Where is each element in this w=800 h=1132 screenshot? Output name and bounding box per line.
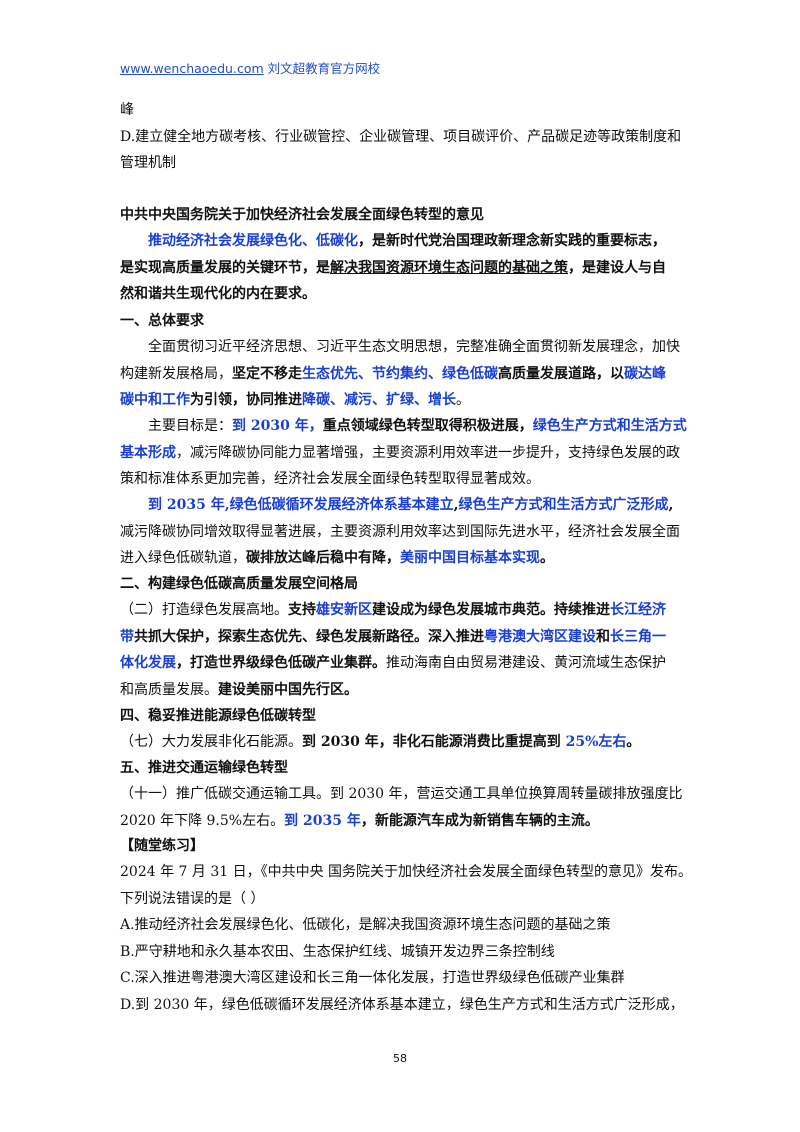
s1p3-i: ， [386, 550, 400, 566]
s1p1-b: 构建新发展格局， [120, 365, 232, 382]
intro-b: ，是新时代党治国理政新理念新实践的重要标志， [358, 233, 666, 249]
section-4-title: 四、稳妥推进能源绿色低碳转型 [120, 708, 316, 724]
s1p2-b: 到 2030 年， [232, 418, 323, 434]
s4p-a: （七）大力发展非化石能源。 [120, 734, 302, 750]
s2p-i: 和 [596, 628, 610, 645]
s1p2-h: 策和标准体系更加完善，经济社会发展全面绿色转型取得显著成效。 [120, 471, 540, 487]
s1p1-i: 为引领，协同推进 [190, 392, 302, 408]
s2p-h: 粤港澳大湾区建设 [484, 628, 596, 645]
s2p-a: （二）打造绿色发展高地。 [120, 602, 288, 618]
s1p3-k: 。 [540, 550, 554, 566]
s2p-m: 推动海南自由贸易港建设、黄河流域生态保护 [386, 655, 666, 671]
s4p-d: 。 [626, 734, 641, 750]
s1p3-j: 美丽中国目标基本实现 [400, 550, 540, 566]
s2p-n: 和高质量发展。 [120, 681, 218, 698]
s5p-d: ，新能源汽车成为新销售车辆的主流。 [360, 812, 599, 829]
s1p1-g: 碳达峰 [624, 365, 666, 382]
website-link[interactable]: www.wenchaoedu.com [120, 61, 264, 76]
s1p3-a: 到 2035 年, [148, 497, 230, 513]
section-4-paragraph: （七）大力发展非化石能源。到 2030 年，非化石能源消费比重提高到 25%左右… [120, 729, 680, 756]
s1p3-g: 进入绿色低碳轨道， [120, 550, 246, 566]
question-line-1: 2024 年 7 月 31 日，《中共中央 国务院关于加快经济社会发展全面绿色转… [120, 864, 693, 880]
question-line-2: 下列说法错误的是（ ） [120, 890, 265, 907]
section-5-title: 五、推进交通运输绿色转型 [120, 760, 288, 776]
s1p1-j: 降碳、减污、扩绿、增长 [302, 392, 456, 408]
s2p-k: 体化发展 [120, 655, 176, 671]
intro-d: 解决我国资源环境生态问题的基础之策 [330, 259, 568, 276]
s1p1-d: 生态优先、节约集约、绿色低碳 [302, 365, 498, 382]
section-1-paragraph-3: 到 2035 年,绿色低碳循环发展经济体系基本建立,绿色生产方式和生活方式广泛形… [120, 492, 680, 572]
s1p3-h: 碳排放达峰后稳中有降 [246, 550, 386, 566]
s1p3-e: , [668, 497, 674, 513]
section-1-paragraph-2: 主要目标是：到 2030 年，重点领域绿色转型取得积极进展，绿色生产方式和生活方… [120, 413, 687, 493]
intro-f: 然和谐共生现代化的内在要求。 [120, 286, 316, 302]
intro-paragraph: 推动经济社会发展绿色化、低碳化，是新时代党治国理政新理念新实践的重要标志， 是实… [120, 228, 680, 308]
intro-c: 是实现高质量发展的关键环节，是 [120, 259, 330, 276]
section-2-paragraph: （二）打造绿色发展高地。支持雄安新区建设成为绿色发展城市典范。持续推进长江经济 … [120, 597, 680, 703]
option-c: C.深入推进粤港澳大湾区建设和长三角一体化发展，打造世界级绿色低碳产业集群 [120, 970, 625, 986]
s1p1-f: ，以 [596, 365, 624, 382]
s2p-e: 长江经济 [610, 602, 666, 618]
prev-line-1: 峰 [120, 102, 134, 118]
s2p-g: 共抓大保护，探索生态优先、绿色发展新路径。深入推进 [134, 628, 484, 645]
s1p3-c: , [453, 497, 459, 513]
option-b: B.严守耕地和永久基本农田、生态保护红线、城镇开发边界三条控制线 [120, 943, 555, 960]
s1p3-d: 绿色生产方式和生活方式广泛形成 [458, 497, 669, 513]
page-number: 58 [393, 1052, 407, 1065]
s1p2-d: ， [518, 418, 533, 434]
section-5-paragraph: （十一）推广低碳交通运输工具。到 2030 年，营运交通工具单位换算周转量碳排放… [120, 781, 683, 834]
prev-option-d: D.建立健全地方碳考核、行业碳管控、企业碳管理、项目碳评价、产品碳足迹等政策制度… [120, 128, 682, 145]
s2p-j: 长三角一 [610, 628, 666, 645]
s2p-d: 建设成为绿色发展城市典范。持续推进 [372, 602, 610, 618]
document-title: 中共中央国务院关于加快经济社会发展全面绿色转型的意见 [120, 207, 484, 223]
s2p-b: 支持 [288, 602, 316, 618]
section-1-title: 一、总体要求 [120, 313, 204, 329]
s1p2-f: 基本形成 [120, 444, 176, 461]
s1p3-b: 绿色低碳循环发展经济体系基本建立 [229, 497, 454, 513]
s4p-b: 到 2030 年，非化石能源消费比重提高到 [302, 734, 566, 750]
s1p2-a: 主要目标是： [148, 418, 232, 434]
s4p-c: 25%左右 [565, 734, 627, 750]
page-header: www.wenchaoedu.com 刘文超教育官方网校 [120, 58, 380, 77]
s1p3-f: 减污降碳协同增效取得显著进展，主要资源利用效率达到国际先进水平，经济社会发展全面 [120, 523, 680, 540]
s2p-l: ，打造世界级绿色低碳产业集群。 [176, 655, 386, 671]
s1p1-a: 全面贯彻习近平经济思想、习近平生态文明思想，完整准确全面贯彻新发展理念，加快 [148, 339, 680, 355]
s1p2-e: 绿色生产方式和生活方式 [532, 418, 687, 434]
s1p2-g: ，减污降碳协同能力显著增强，主要资源利用效率进一步提升，支持绿色发展的政 [176, 444, 680, 461]
s5p-b: 2020 年下降 9.5%左右。 [120, 812, 285, 829]
s5p-a: （十一）推广低碳交通运输工具。到 2030 年，营运交通工具单位换算周转量碳排放… [120, 786, 683, 802]
practice-question: 2024 年 7 月 31 日，《中共中央 国务院关于加快经济社会发展全面绿色转… [120, 859, 693, 1018]
option-d: D.到 2030 年，绿色低碳循环发展经济体系基本建立，绿色生产方式和生活方式广… [120, 996, 684, 1013]
s2p-o: 建设美丽中国先行区。 [218, 681, 358, 698]
s2p-f: 带 [120, 628, 134, 645]
prev-line-3: 管理机制 [120, 155, 176, 171]
s1p1-h: 碳中和工作 [120, 392, 190, 408]
site-name: 刘文超教育官方网校 [267, 61, 381, 76]
s1p1-c: 坚定不移走 [232, 365, 302, 382]
intro-e: ，是建设人与自 [568, 259, 666, 276]
s2p-c: 雄安新区 [316, 602, 372, 618]
intro-a: 推动经济社会发展绿色化、低碳化 [148, 233, 358, 249]
prev-question-tail: 峰 D.建立健全地方碳考核、行业碳管控、企业碳管理、项目碳评价、产品碳足迹等政策… [120, 97, 682, 177]
s5p-c: 到 2035 年 [284, 812, 361, 829]
section-2-title: 二、构建绿色低碳高质量发展空间格局 [120, 576, 358, 592]
s1p2-c: 重点领域绿色转型取得积极进展 [322, 418, 519, 434]
option-a: A.推动经济社会发展绿色化、低碳化，是解决我国资源环境生态问题的基础之策 [120, 917, 611, 933]
section-1-paragraph-1: 全面贯彻习近平经济思想、习近平生态文明思想，完整准确全面贯彻新发展理念，加快 构… [120, 334, 680, 414]
practice-title: 【随堂练习】 [120, 838, 204, 854]
s1p1-e: 高质量发展道路 [498, 365, 596, 382]
s1p1-k: 。 [456, 392, 470, 408]
